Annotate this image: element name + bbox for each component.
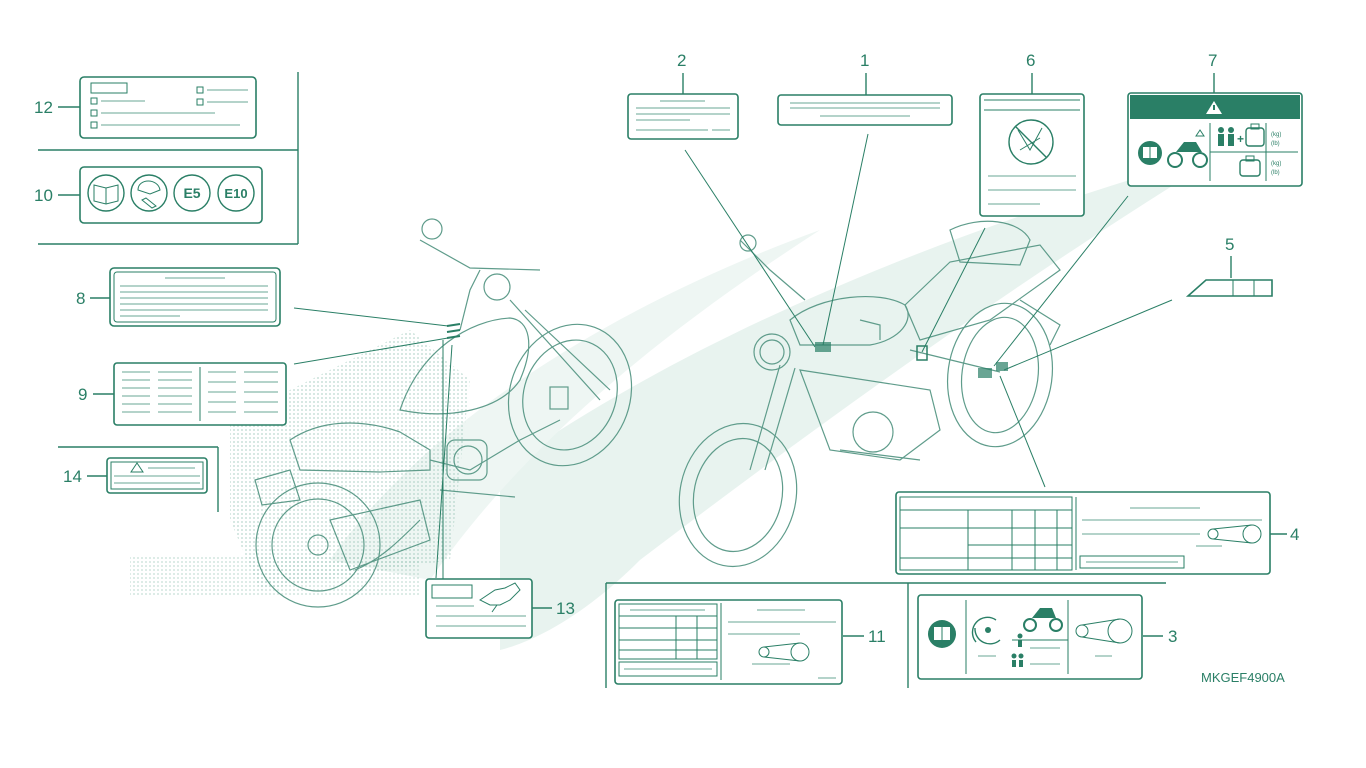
fuel-e10-label: E10 — [224, 186, 247, 201]
halftone-shading — [130, 330, 470, 595]
label-6 — [979, 93, 1085, 217]
label-7: + (kg) (lb) (kg) (lb) — [1127, 92, 1303, 187]
fuel-e10-icon: E10 — [217, 174, 255, 212]
callout-14: 14 — [63, 467, 82, 486]
load-unit-lb: (lb) — [1271, 141, 1280, 147]
callout-1: 1 — [860, 51, 869, 70]
motorcycle-icon — [1023, 608, 1063, 632]
label-14 — [106, 457, 208, 494]
owners-manual-icon — [928, 620, 956, 648]
drive-chain-icon — [1207, 524, 1262, 544]
callout-5: 5 — [1225, 235, 1234, 254]
callout-13: 13 — [556, 599, 575, 618]
owners-manual-icon — [87, 174, 125, 212]
label-12 — [79, 76, 257, 139]
no-modification-icon — [1008, 119, 1054, 165]
label-1 — [777, 94, 953, 126]
warning-triangle-icon — [130, 462, 144, 473]
motorcycle-right-illustration — [678, 220, 1061, 568]
label-4 — [895, 491, 1271, 575]
part-code: MKGEF4900A — [1201, 670, 1285, 685]
label-2 — [627, 93, 739, 140]
load-unit-kg-2: (kg) — [1271, 161, 1281, 167]
helmet-icon — [130, 174, 168, 212]
leader-lines — [293, 133, 1173, 580]
label-10: E5 E10 — [79, 166, 263, 224]
callout-9: 9 — [78, 385, 87, 404]
label-3 — [917, 594, 1143, 680]
callout-10: 10 — [34, 186, 53, 205]
frame-lines — [38, 72, 1166, 688]
drive-chain-icon — [758, 642, 810, 662]
callout-numbers: 1 2 3 4 5 6 7 8 9 10 11 12 13 14 — [34, 51, 1299, 646]
label-11 — [614, 599, 843, 685]
callout-3: 3 — [1168, 627, 1177, 646]
callout-6: 6 — [1026, 51, 1035, 70]
fuel-e5-icon: E5 — [173, 174, 211, 212]
fuel-e5-label: E5 — [183, 185, 200, 201]
callout-4: 4 — [1290, 525, 1299, 544]
motorcycle-left-illustration — [254, 218, 633, 608]
luggage-icon — [1239, 123, 1265, 177]
drive-chain-icon — [1075, 618, 1133, 657]
warning-triangle-icon — [1206, 101, 1222, 114]
svg-text:+: + — [1237, 132, 1244, 146]
callout-11: 11 — [868, 627, 886, 646]
label-5 — [1185, 279, 1273, 297]
label-13 — [425, 578, 533, 639]
callout-12: 12 — [34, 98, 53, 117]
owners-manual-icon — [1138, 141, 1162, 165]
callout-2: 2 — [677, 51, 686, 70]
rider-icon: + — [1218, 127, 1244, 146]
tire-pressure-icon — [971, 616, 1001, 657]
load-unit-kg: (kg) — [1271, 132, 1281, 138]
load-unit-lb-2: (lb) — [1271, 170, 1280, 176]
label-9 — [113, 362, 287, 426]
motorcycle-icon — [1167, 129, 1208, 168]
callout-8: 8 — [76, 289, 85, 308]
label-8 — [109, 267, 281, 327]
rider-icon — [1011, 633, 1060, 667]
callout-7: 7 — [1208, 51, 1217, 70]
